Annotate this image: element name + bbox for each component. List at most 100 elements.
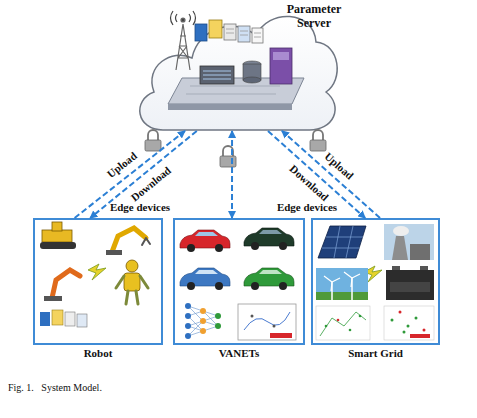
dashed-arrow xyxy=(90,131,197,218)
tracked-robot-part xyxy=(52,222,62,231)
neural-network-part xyxy=(200,328,206,334)
neural-network-part xyxy=(200,318,206,324)
group-label: Robot xyxy=(33,347,163,360)
edge-label: Download xyxy=(129,164,174,204)
edge-device-box: VANETs xyxy=(173,218,305,345)
document-icons-part xyxy=(52,310,63,325)
data-chart-part xyxy=(238,304,296,340)
scatter-chart-part xyxy=(423,329,426,332)
humanoid-robot-part xyxy=(116,276,148,304)
solar-panel-part xyxy=(318,226,366,258)
industrial-arm xyxy=(44,270,80,301)
car-icon-part xyxy=(215,282,223,290)
server-title: Parameter Server xyxy=(276,3,352,31)
robot-arm-part xyxy=(112,228,146,252)
scatter-chart-part xyxy=(403,331,406,334)
group-label: Smart Grid xyxy=(311,347,440,360)
padlock-icon-part xyxy=(220,156,236,167)
humanoid-robot-part xyxy=(126,260,138,272)
radio-tower-part xyxy=(171,11,196,25)
group-heading: Edge devices xyxy=(110,201,170,214)
car-icon xyxy=(244,268,294,290)
data-chart-part xyxy=(244,312,290,330)
battery-part xyxy=(386,270,434,300)
car-icon-part xyxy=(279,242,287,250)
dashed-arrow xyxy=(231,131,233,218)
radio-tower-part xyxy=(181,18,185,22)
neural-network-part xyxy=(188,306,218,336)
scatter-chart-part xyxy=(415,317,418,320)
edge-device-box: Smart Grid xyxy=(311,218,440,345)
wind-turbines-part xyxy=(324,272,360,291)
scatter-chart-part xyxy=(349,329,352,332)
figure-caption: Fig. 1. System Model. xyxy=(8,382,102,394)
robot-arm-part xyxy=(106,250,122,255)
robot-arm xyxy=(106,228,150,255)
tracked-robot xyxy=(40,222,76,249)
battery-part xyxy=(392,266,400,270)
padlock-icon-part xyxy=(310,140,326,151)
car-icon-part xyxy=(215,244,223,252)
document-icons xyxy=(40,310,87,327)
edge-device-box: Robot xyxy=(33,218,163,345)
lightning-bolt xyxy=(364,266,382,282)
power-plant-part xyxy=(392,236,408,260)
robot-arm-part xyxy=(142,238,150,245)
car-icon-part xyxy=(195,232,218,236)
scatter-chart-part xyxy=(410,334,430,338)
scatter-chart-part xyxy=(337,319,340,322)
scatter-chart-part xyxy=(359,315,362,318)
parameter-server-cloud: Parameter Server xyxy=(128,0,343,135)
neural-network-part xyxy=(200,308,206,314)
car-icon-part xyxy=(187,282,195,290)
wind-turbines xyxy=(316,268,368,300)
scatter-chart xyxy=(316,306,370,340)
group-heading: Edge devices xyxy=(277,201,337,214)
car-icon-part xyxy=(279,282,287,290)
edge-label: Upload xyxy=(322,149,356,181)
scatter-chart-part xyxy=(320,312,366,336)
car-icon-part xyxy=(195,270,218,274)
tracked-robot-part xyxy=(42,230,72,242)
data-chart-part xyxy=(273,325,276,328)
scatter-chart-part xyxy=(407,325,410,328)
battery-part xyxy=(420,266,428,270)
edge-label: Download xyxy=(287,163,331,204)
padlock-icon-part xyxy=(223,146,233,156)
car-icon-part xyxy=(251,242,259,250)
power-plant-part xyxy=(384,224,434,260)
padlock-icon-part xyxy=(145,140,161,151)
scatter-chart-part xyxy=(391,319,394,322)
document-icons-part xyxy=(40,312,50,326)
neural-network-part xyxy=(215,323,221,329)
document-icons-part xyxy=(77,314,87,327)
car-icon xyxy=(180,230,230,252)
power-plant-part xyxy=(393,226,409,236)
neural-network-part xyxy=(185,323,191,329)
car-icon-part xyxy=(180,230,230,248)
dashed-arrow xyxy=(282,131,380,218)
group-label: VANETs xyxy=(173,347,305,360)
car-icon-part xyxy=(244,268,294,286)
data-chart xyxy=(238,304,296,340)
wind-turbines-part xyxy=(316,268,368,300)
humanoid-robot xyxy=(116,260,148,304)
solar-panel-part xyxy=(322,226,363,258)
industrial-arm-part xyxy=(44,296,62,301)
dashed-arrow xyxy=(75,131,185,218)
neural-network-part xyxy=(185,313,191,319)
battery xyxy=(386,266,434,300)
power-plant-part xyxy=(410,244,430,260)
tracked-robot-part xyxy=(40,242,76,249)
neural-network-part xyxy=(215,313,221,319)
edge-label: Upload xyxy=(105,149,140,180)
data-chart-part xyxy=(251,315,254,318)
cloud-shape xyxy=(140,16,337,130)
car-icon-part xyxy=(251,282,259,290)
data-chart-part xyxy=(270,333,292,338)
lightning-bolt-part xyxy=(88,264,106,280)
car-icon-part xyxy=(180,268,230,286)
car-icon-part xyxy=(187,244,195,252)
neural-network xyxy=(185,303,221,339)
